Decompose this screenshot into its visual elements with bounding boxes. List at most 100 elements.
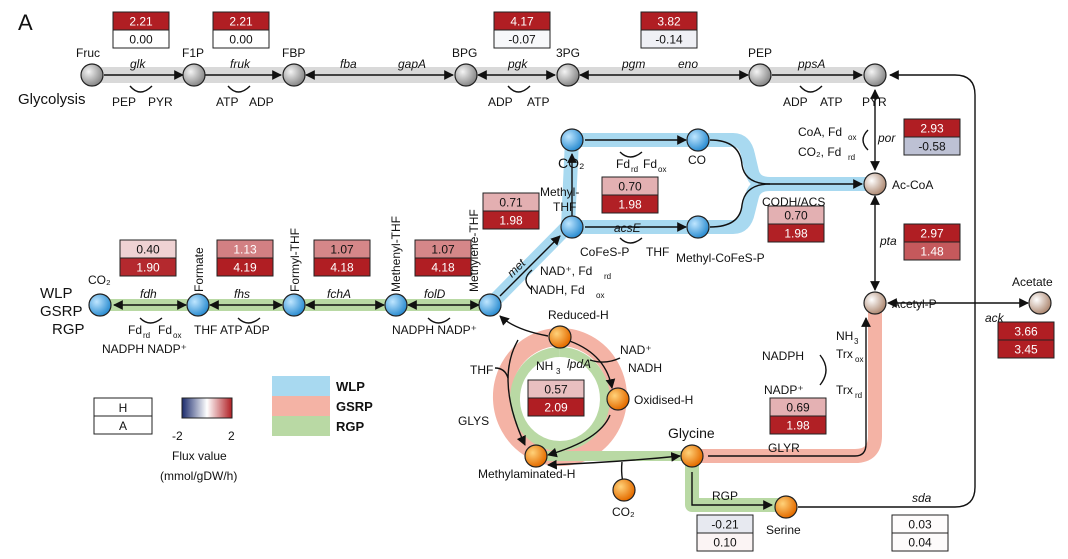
met-f1p: F1P (182, 46, 204, 60)
pathway-bands (84, 67, 883, 512)
node-formyl-thf (282, 293, 306, 317)
met-glycine: Glycine (668, 425, 715, 441)
flux-cell-fruk-a (212, 29, 270, 49)
flux-boxes: 2.210.002.210.004.17-0.073.82-0.142.93-0… (112, 11, 1055, 552)
flux-cell-rgp-a (696, 532, 754, 552)
cof-nadp-right: NADP⁺ (764, 383, 804, 397)
enz-fruk: fruk (230, 57, 251, 71)
svg-text:3: 3 (556, 367, 561, 376)
flux-value-acsE-h: 0.70 (618, 180, 642, 194)
flux-cell-glk-a (112, 29, 170, 49)
flux-value-sda-a: 0.04 (908, 536, 932, 550)
enz-pta: pta (879, 234, 897, 248)
flux-value-pgk-a: -0.07 (508, 33, 536, 47)
flux-cell-fdh-a (119, 257, 177, 277)
legend-gsrp: GSRP (336, 399, 373, 414)
enz-acsE: acsE (614, 221, 642, 235)
enz-fhs: fhs (234, 287, 250, 301)
met-acetate: Acetate (1012, 275, 1053, 289)
flux-value-glk-h: 2.21 (129, 15, 153, 29)
flux-value-fhs-a: 4.19 (233, 261, 257, 275)
flux-value-pgk-h: 4.17 (510, 15, 534, 29)
flux-cell-ack-a (997, 339, 1055, 359)
flux-cell-folD-a (414, 257, 472, 277)
flux-value-acsE-a: 1.98 (618, 198, 642, 212)
enz-fdh: fdh (140, 287, 157, 301)
flux-value-fhs-h: 1.13 (233, 243, 257, 257)
flux-cell-eno-a (640, 29, 698, 49)
flux-cell-pgk-a (493, 29, 551, 49)
flux-value-fchA-h: 1.07 (330, 243, 354, 257)
cof-co2-fd: CO₂, Fd (798, 145, 841, 159)
met-bpg: BPG (452, 46, 477, 60)
node-acetate (1028, 291, 1052, 315)
node-reduced-h (548, 325, 572, 349)
met-co: CO (688, 153, 706, 167)
flux-value-ack-h: 3.66 (1014, 325, 1038, 339)
cof-pep-pyr: PEP (112, 95, 136, 109)
flux-value-codh-a: 1.98 (784, 227, 808, 241)
legend-flux-title: Flux value (172, 449, 227, 463)
cof-adp-2: ADP (488, 95, 513, 109)
panel-label: A (18, 10, 33, 35)
cof-atp-2: ATP (527, 95, 549, 109)
cof-cofes: CoFeS-P (580, 245, 629, 259)
label-rgp: RGP (52, 321, 85, 338)
legend-rgp: RGP (336, 419, 365, 434)
cof-nad-plus: NAD⁺ (620, 343, 652, 357)
met-methyl-thf-1: Methyl- (540, 185, 579, 199)
met-fbp: FBP (282, 46, 305, 60)
met-formyl-thf: Formyl-THF (288, 228, 302, 292)
cof-nad-fd: NAD⁺, Fd (540, 264, 592, 278)
cof-trx-ox: Trx (836, 347, 853, 361)
enz-gapA: gapA (398, 57, 426, 71)
legend-flux-unit: (mmol/gDW/h) (160, 469, 237, 483)
flux-cell-fhs-a (216, 257, 274, 277)
cof-nadh-fd: NADH, Fd (530, 283, 585, 297)
flux-cell-por-a (903, 136, 961, 156)
flux-value-codh-h: 0.70 (784, 209, 808, 223)
met-acetyl-p: Acetyl-P (892, 297, 937, 311)
flux-value-fdh-a: 1.90 (136, 261, 160, 275)
cof-trx-rd: Trx (836, 383, 853, 397)
cof-fdox-left: Fd (158, 323, 172, 337)
flux-value-sda-h: 0.03 (908, 518, 932, 532)
met-methenyl-thf: Methenyl-THF (389, 216, 403, 292)
legend-a: A (119, 419, 127, 433)
node-co2-bottom (612, 478, 636, 502)
flux-cell-sda-a (891, 532, 949, 552)
met-serine: Serine (766, 523, 801, 537)
svg-text:rd: rd (855, 391, 862, 400)
met-fruc: Fruc (76, 46, 100, 60)
svg-text:rd: rd (604, 272, 611, 281)
cof-nh3-mid: NH (536, 359, 553, 373)
flux-cell-codh-a (767, 223, 825, 243)
label-wlp: WLP (40, 285, 73, 302)
legend-color-scale (181, 397, 233, 419)
flux-value-eno-h: 3.82 (657, 15, 681, 29)
enz-por: por (877, 131, 896, 145)
enz-pgk: pgk (507, 57, 528, 71)
flux-value-glk-a: 0.00 (129, 33, 153, 47)
met-co2-bottom: CO₂ (612, 505, 635, 519)
cof-thf-ring: THF (470, 363, 493, 377)
met-pep: PEP (748, 46, 772, 60)
cof-fdrd-left: Fd (128, 323, 142, 337)
flux-cell-acsE-a (601, 194, 659, 214)
enz-folD: folD (424, 287, 446, 301)
node-glycine (680, 444, 704, 468)
cof-adp-3: ADP (783, 95, 808, 109)
legend: H A -2 2 Flux value (mmol/gDW/h) WLP GSR… (93, 376, 373, 483)
flux-value-pta-h: 2.97 (920, 227, 944, 241)
cof-adp-1: ADP (249, 95, 274, 109)
flux-value-met-h: 0.71 (499, 196, 523, 210)
node-3pg (556, 63, 580, 87)
flux-cell-glyr-a (769, 415, 827, 435)
flux-cell-met-a (482, 210, 540, 230)
flux-value-glyr-h: 0.69 (786, 401, 810, 415)
met-3pg: 3PG (556, 46, 580, 60)
node-pep (748, 63, 772, 87)
flux-value-por-a: -0.58 (918, 140, 946, 154)
flux-value-fruk-h: 2.21 (229, 15, 253, 29)
cof-nadph-left: NADPH NADP⁺ (102, 342, 187, 356)
